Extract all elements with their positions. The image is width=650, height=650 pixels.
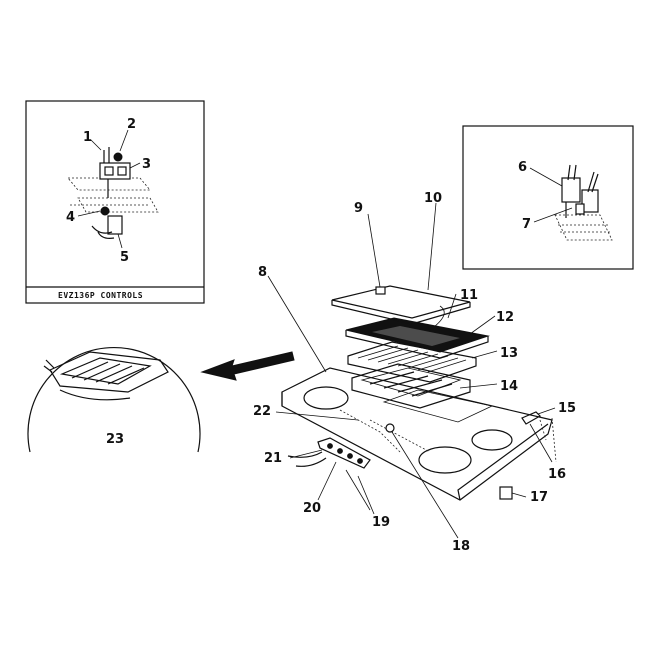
label-18: 18	[452, 539, 470, 554]
label-20: 20	[303, 501, 321, 516]
label-10: 10	[424, 191, 442, 206]
controls-inset: EVZ136P CONTROLS 1 2 3 4 5	[25, 100, 205, 304]
label-17: 17	[530, 490, 548, 505]
label-21: 21	[264, 451, 282, 466]
burner-left	[303, 386, 349, 410]
label-2: 2	[127, 117, 136, 132]
label-12: 12	[496, 310, 514, 325]
label-13: 13	[500, 346, 518, 361]
knob-18	[385, 423, 395, 433]
grill-grate	[347, 341, 477, 383]
control-parts-drawing	[67, 147, 159, 239]
screw-15	[521, 411, 541, 425]
label-23: 23	[106, 432, 124, 447]
label-15: 15	[558, 401, 576, 416]
label-6: 6	[518, 160, 527, 175]
label-1: 1	[83, 130, 92, 145]
label-19: 19	[372, 515, 390, 530]
grill-cutout	[382, 389, 494, 423]
label-9: 9	[354, 201, 363, 216]
bake-element-drawing	[43, 351, 169, 401]
label-16: 16	[548, 467, 566, 482]
clip-part	[375, 286, 386, 295]
element-detail-outline	[27, 346, 201, 453]
clip-17	[499, 486, 513, 500]
switch-inset: 6 7	[462, 125, 634, 270]
control-panel	[317, 437, 371, 469]
label-5: 5	[120, 250, 129, 265]
label-8: 8	[258, 265, 267, 280]
grill-element	[351, 363, 471, 409]
burner-front	[418, 446, 472, 474]
cooktop-assembly	[281, 285, 557, 501]
label-22: 22	[253, 404, 271, 419]
label-14: 14	[500, 379, 518, 394]
label-4: 4	[66, 210, 75, 225]
main-leader-lines	[267, 202, 556, 539]
detail-arrow	[200, 351, 295, 381]
main-labels: 8 9 10 11 12 13 14 15 16 17 18 19 20 21 …	[253, 191, 576, 554]
controls-inset-frame	[25, 100, 205, 304]
switch-drawing	[554, 164, 613, 241]
label-11: 11	[460, 288, 478, 303]
controls-inset-caption: EVZ136P CONTROLS	[58, 291, 143, 300]
label-7: 7	[522, 217, 531, 232]
switch-inset-frame	[462, 125, 634, 270]
burner-right	[471, 429, 513, 451]
label-3: 3	[142, 157, 151, 172]
element-detail: 23	[27, 346, 201, 453]
